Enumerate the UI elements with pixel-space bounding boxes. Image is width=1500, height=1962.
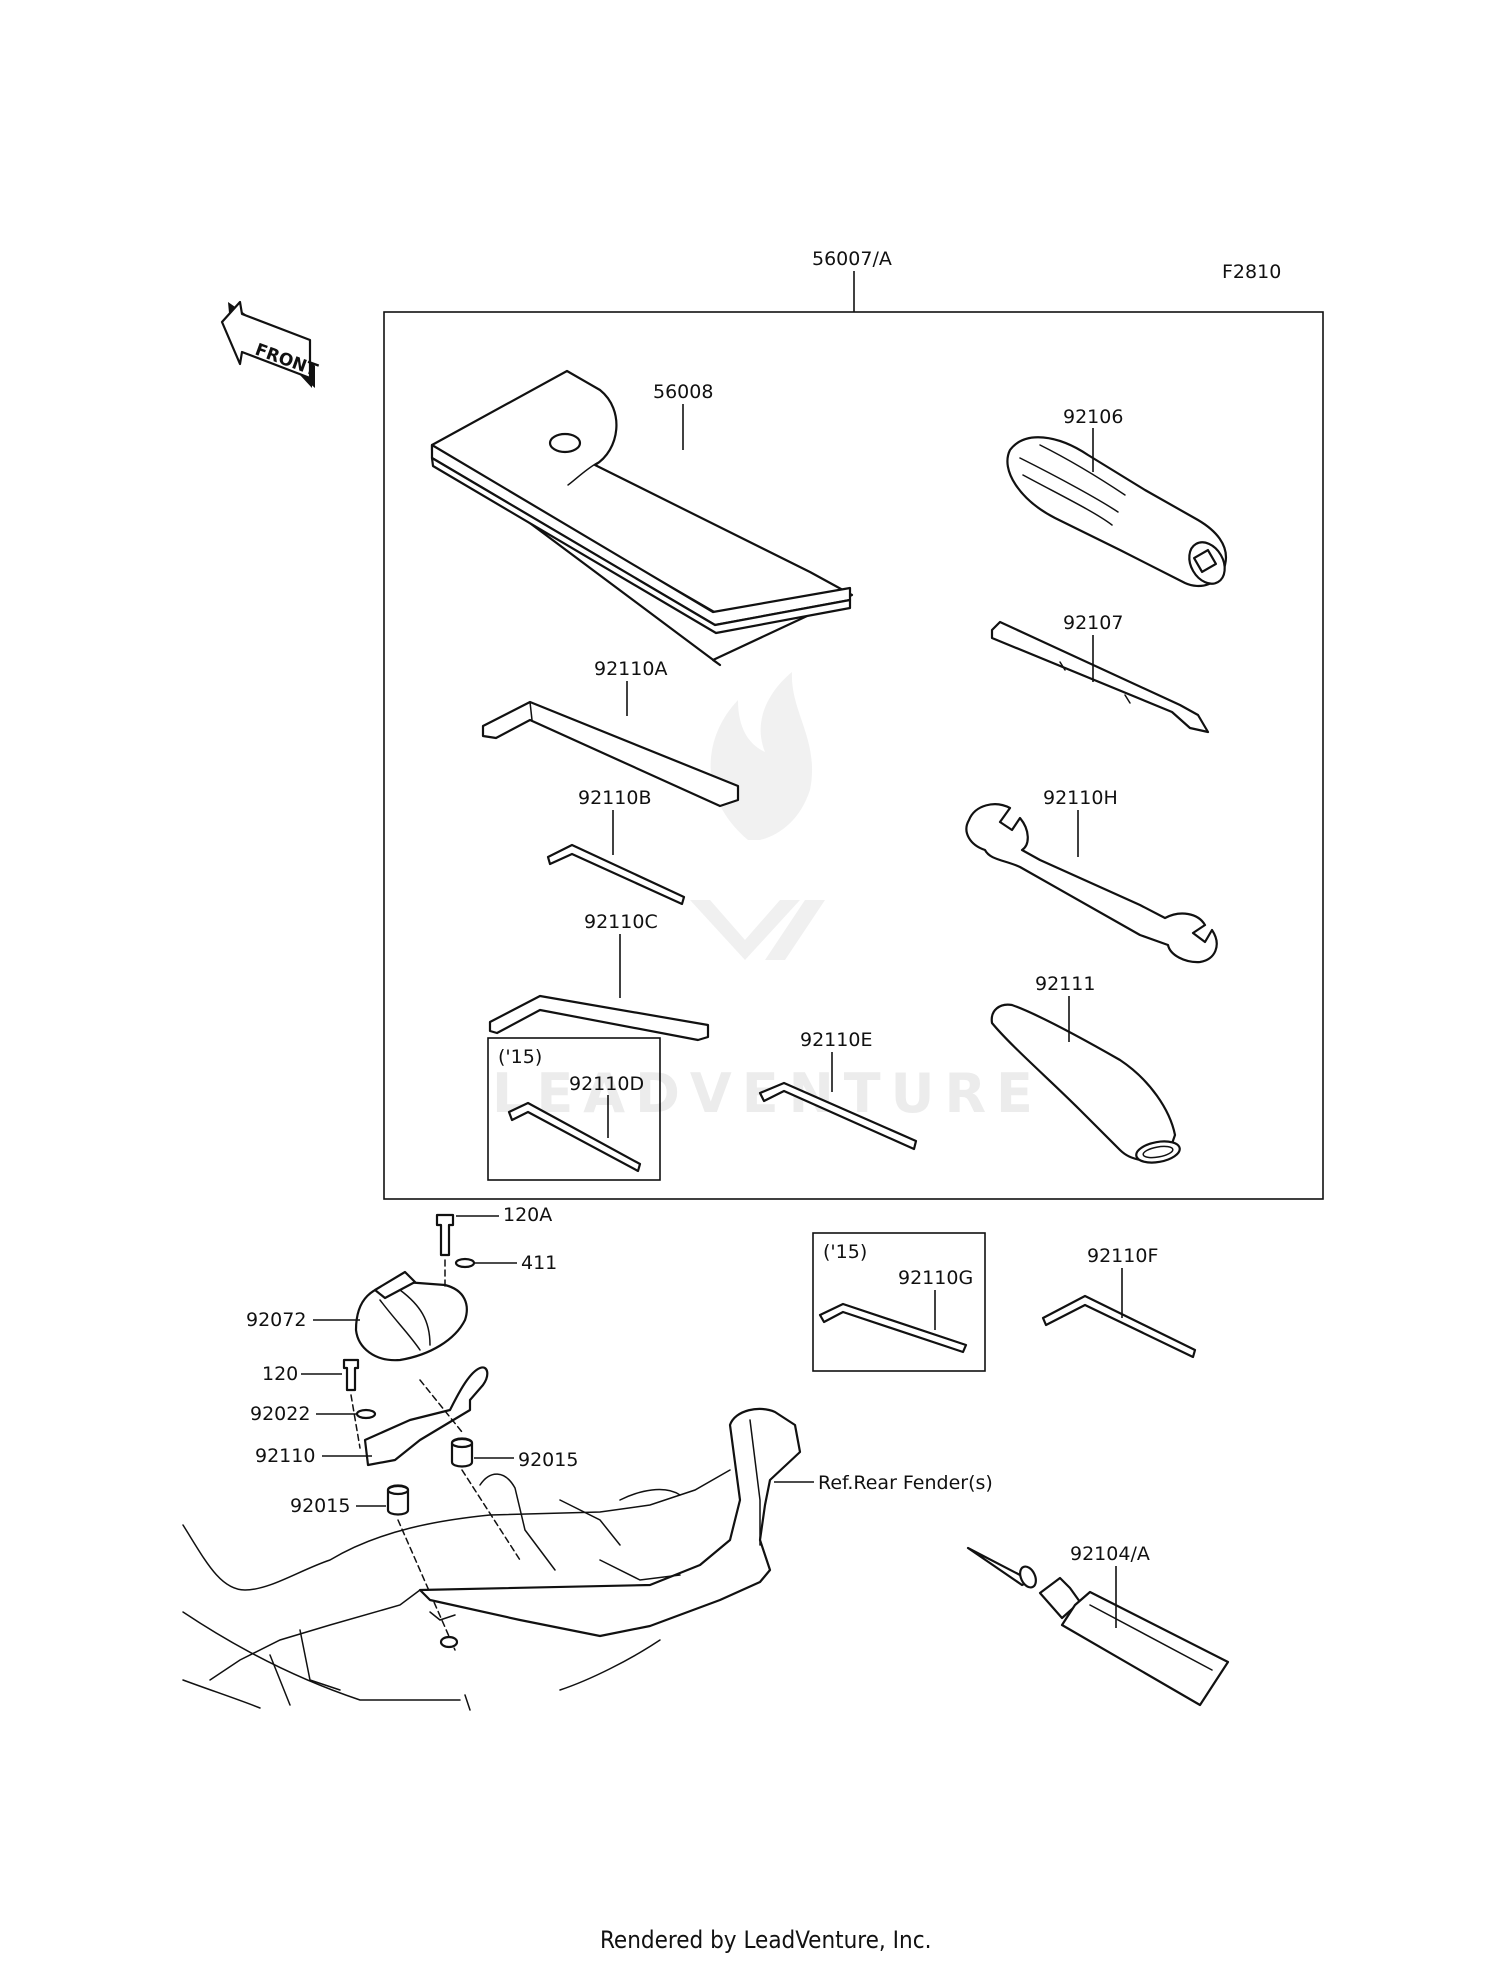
hex-wrench-92110F — [1041, 1294, 1197, 1359]
watermark-logo — [690, 672, 825, 960]
label-92106: 92106 — [1063, 406, 1123, 428]
front-arrow-icon: FRONT — [220, 300, 321, 388]
year-note-g: ('15) — [823, 1241, 867, 1263]
handle-pipe-92111 — [990, 1003, 1181, 1164]
label-92110G: 92110G — [898, 1267, 973, 1289]
label-56008: 56008 — [653, 381, 713, 403]
year-box-92110D — [487, 1037, 661, 1181]
rear-fender-body — [182, 1407, 802, 1711]
label-92072: 92072 — [246, 1309, 306, 1331]
label-92015-left: 92015 — [290, 1495, 350, 1517]
label-92110C: 92110C — [584, 911, 658, 933]
screwdriver-handle-92106 — [1006, 436, 1228, 588]
reference-label: Ref.Rear Fender(s) — [818, 1472, 993, 1494]
tool-bag-56008 — [430, 369, 854, 667]
label-120: 120 — [262, 1363, 298, 1385]
hex-wrench-92110A — [481, 700, 740, 808]
label-56007A: 56007/A — [812, 248, 892, 270]
hex-wrench-92110D — [507, 1101, 642, 1173]
label-120A: 120A — [503, 1204, 552, 1226]
spanner-92110H — [965, 803, 1218, 964]
label-92110E: 92110E — [800, 1029, 872, 1051]
label-92022: 92022 — [250, 1403, 310, 1425]
label-92110H: 92110H — [1043, 787, 1118, 809]
label-92110A: 92110A — [594, 658, 667, 680]
hex-wrench-92110C — [488, 994, 710, 1042]
screwdriver-bit-92107 — [990, 620, 1210, 734]
helmet-hook-assembly — [342, 1213, 521, 1651]
hex-wrench-92110G — [818, 1302, 968, 1354]
footer-credit: Rendered by LeadVenture, Inc. — [600, 1926, 931, 1954]
label-92110F: 92110F — [1087, 1245, 1158, 1267]
diagram-code: F2810 — [1222, 261, 1281, 283]
label-92104A: 92104/A — [1070, 1543, 1150, 1565]
label-92015-right: 92015 — [518, 1449, 578, 1471]
year-box-92110G — [812, 1232, 986, 1372]
label-92110D: 92110D — [569, 1073, 644, 1095]
hex-wrench-92110E — [758, 1081, 918, 1151]
label-92110: 92110 — [255, 1445, 315, 1467]
label-411: 411 — [521, 1252, 557, 1274]
repair-kit-92104A — [966, 1546, 1230, 1707]
label-92107: 92107 — [1063, 612, 1123, 634]
label-92110B: 92110B — [578, 787, 651, 809]
hex-wrench-92110B — [546, 843, 686, 906]
year-note-d: ('15) — [498, 1046, 542, 1068]
tool-kit-box — [383, 311, 1324, 1200]
label-92111: 92111 — [1035, 973, 1095, 995]
